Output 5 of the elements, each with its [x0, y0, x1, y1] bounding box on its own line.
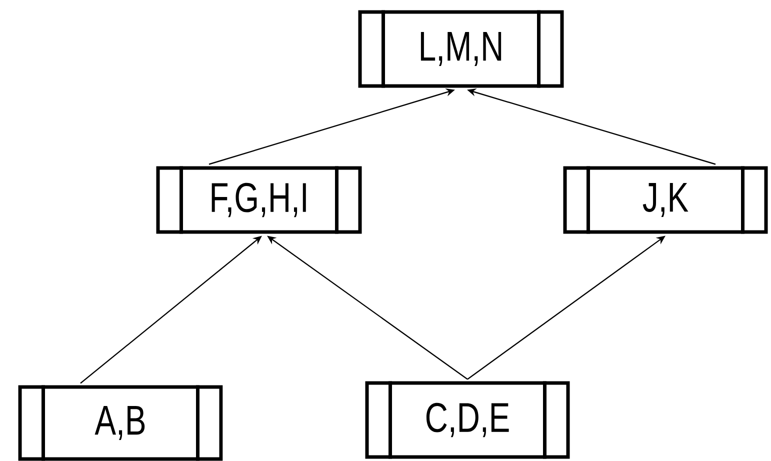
process-box: A,B: [18, 384, 223, 461]
process-box: F,G,H,I: [156, 164, 362, 236]
process-box: L,M,N: [358, 8, 564, 90]
process-box: J,K: [563, 164, 768, 236]
process-box: C,D,E: [365, 380, 570, 460]
